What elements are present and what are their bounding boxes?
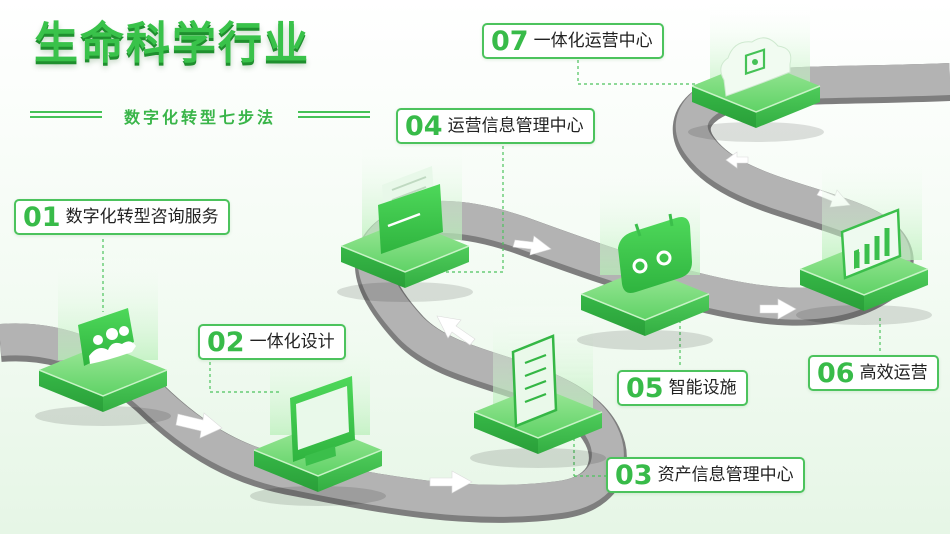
platform-07 bbox=[688, 60, 824, 142]
step-text: 数字化转型咨询服务 bbox=[65, 206, 219, 227]
subtitle-divider-left bbox=[30, 111, 102, 118]
step-number: 03 bbox=[615, 459, 653, 491]
folder-icon bbox=[378, 166, 443, 254]
step-number: 01 bbox=[23, 201, 61, 233]
step-text: 一体化运营中心 bbox=[533, 30, 653, 51]
platform-01 bbox=[35, 344, 171, 426]
road-arrow-4 bbox=[512, 235, 552, 256]
step-text: 智能设施 bbox=[668, 377, 737, 398]
page-title: 生命科学行业 bbox=[34, 18, 310, 69]
step-number: 02 bbox=[207, 326, 245, 358]
monitor-icon bbox=[290, 376, 355, 466]
step-number: 06 bbox=[817, 357, 855, 389]
subtitle-divider-right bbox=[298, 111, 370, 118]
robot-icon bbox=[618, 213, 692, 293]
step-text: 资产信息管理中心 bbox=[657, 464, 794, 485]
bar-chart-icon bbox=[840, 208, 902, 280]
step-label-04: 04 运营信息管理中心 bbox=[396, 108, 595, 144]
road-arrow-2 bbox=[429, 470, 473, 494]
step-text: 运营信息管理中心 bbox=[447, 115, 584, 136]
step-number: 05 bbox=[626, 372, 664, 404]
step-number: 07 bbox=[491, 25, 529, 57]
step-label-05: 05 智能设施 bbox=[617, 370, 748, 406]
road-arrow-3 bbox=[436, 315, 476, 346]
step-label-01: 01 数字化转型咨询服务 bbox=[14, 199, 230, 235]
page-subtitle: 数字化转型七步法 bbox=[123, 108, 276, 127]
step-number: 04 bbox=[405, 110, 443, 142]
road-arrow-5 bbox=[759, 298, 797, 320]
checklist-icon bbox=[511, 334, 558, 428]
road-arrow-1 bbox=[175, 412, 223, 439]
cloud-chip-icon bbox=[720, 37, 792, 97]
step-text: 高效运营 bbox=[859, 362, 928, 383]
platform-05 bbox=[577, 268, 713, 350]
step-label-06: 06 高效运营 bbox=[808, 355, 939, 391]
step-label-07: 07 一体化运营中心 bbox=[482, 23, 664, 59]
step-label-02: 02 一体化设计 bbox=[198, 324, 346, 360]
subtitle-row: 数字化转型七步法 bbox=[30, 104, 370, 128]
step-text: 一体化设计 bbox=[249, 331, 335, 352]
step-label-03: 03 资产信息管理中心 bbox=[606, 457, 805, 493]
road-arrow-7 bbox=[725, 151, 749, 169]
users-icon bbox=[78, 308, 136, 366]
